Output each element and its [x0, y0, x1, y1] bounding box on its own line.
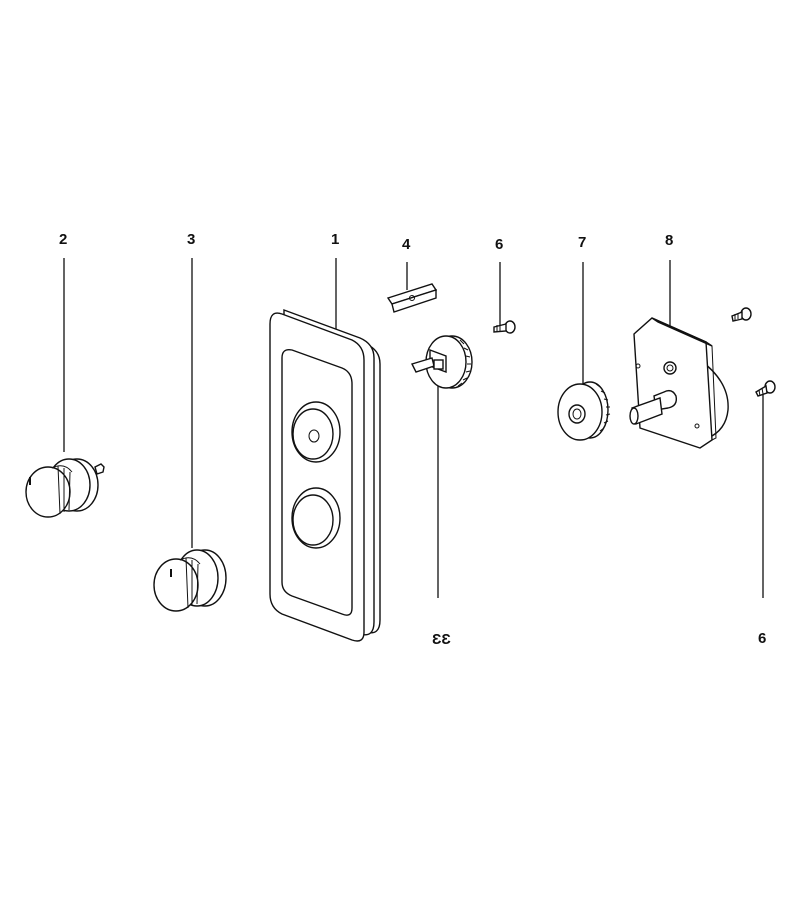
- callout-2: 2: [59, 231, 67, 248]
- dial-disc-part: [557, 381, 611, 441]
- leader-lines: [63, 258, 764, 598]
- callout-8: 8: [665, 232, 673, 249]
- knob-2-part: [25, 458, 105, 518]
- screw-part-right-upper: [731, 307, 752, 322]
- callout-3: 3: [187, 231, 195, 248]
- callout-7: 7: [578, 234, 586, 251]
- callout-4: 4: [402, 236, 411, 253]
- callout-6-bottom: 6: [758, 630, 766, 647]
- callout-5: ƐƐ: [432, 631, 451, 648]
- timer-mechanism-part: [629, 317, 729, 449]
- callout-6-top: 6: [495, 236, 503, 253]
- knob-3-part: [153, 549, 227, 612]
- gear-ring-part: [411, 335, 473, 389]
- callout-1: 1: [331, 231, 339, 248]
- screw-part-right-lower: [755, 380, 776, 397]
- faceplate-part: [269, 308, 381, 642]
- clip-part: [386, 283, 438, 313]
- screw-part-top: [493, 320, 516, 334]
